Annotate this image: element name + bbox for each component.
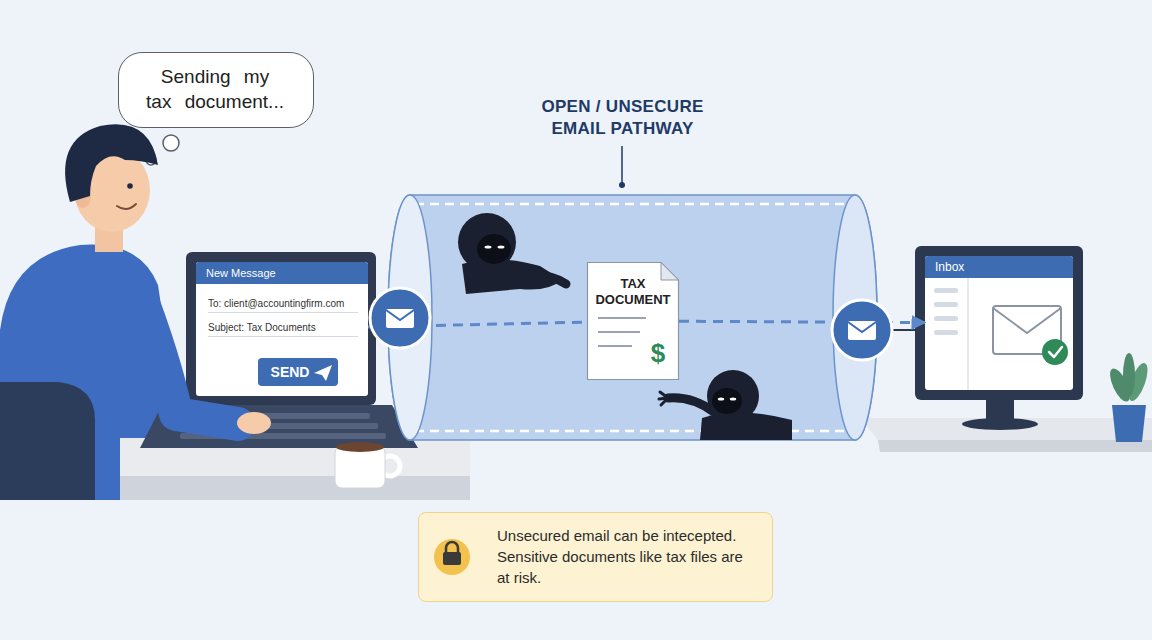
document-lines — [598, 318, 646, 346]
hacker-figure — [458, 213, 566, 294]
monitor — [962, 418, 1038, 430]
received-mail-icon — [1042, 339, 1068, 365]
inbox-sidebar — [934, 288, 958, 293]
document-fold — [661, 263, 679, 281]
right-desk — [878, 440, 1152, 452]
envelope-icon — [386, 309, 414, 328]
lock-icon — [434, 539, 470, 575]
document-title: TAX DOCUMENT — [592, 276, 674, 308]
envelope-icon — [848, 322, 876, 332]
hacker-figure — [659, 392, 668, 405]
inbox-sidebar — [967, 278, 969, 390]
envelope-icon — [832, 300, 892, 360]
lock-icon — [443, 552, 461, 565]
left-desk — [120, 476, 470, 500]
hacker-figure — [462, 259, 562, 294]
inbox-sidebar — [934, 330, 958, 335]
subject-field: Subject: Tax Documents — [208, 320, 358, 337]
pathway-heading: OPEN / UNSECURE EMAIL PATHWAY — [535, 96, 710, 140]
warning-note: Unsecured email can be intecepted. Sensi… — [418, 512, 773, 602]
hacker-figure — [700, 412, 792, 440]
potted-plant — [1112, 405, 1146, 442]
button-label: SEND — [264, 358, 316, 386]
inbox-sidebar — [934, 316, 958, 321]
hacker-figure — [458, 213, 516, 271]
dollar-sign: $ — [645, 338, 671, 368]
leader-line — [619, 146, 625, 188]
received-mail-icon — [993, 306, 1061, 354]
hacker-figure — [730, 398, 736, 401]
email-window: New MessageTo: client@accountingfirm.com… — [196, 262, 368, 396]
potted-plant — [1106, 353, 1151, 442]
pathway-arrow — [368, 322, 587, 327]
tube-body — [388, 195, 877, 440]
window-title: New Message — [196, 262, 368, 284]
person-head — [127, 183, 133, 189]
potted-plant — [1123, 353, 1135, 397]
lock-icon — [434, 539, 470, 575]
envelope-icon — [386, 310, 414, 320]
envelope-icon — [832, 300, 892, 360]
received-mail-icon — [993, 308, 1061, 333]
right-desk — [860, 418, 1152, 440]
speech-bubble: Sending my tax document... — [118, 52, 314, 128]
paper-plane-icon — [314, 365, 332, 381]
send-button: SEND — [258, 358, 338, 386]
document-lines — [598, 331, 640, 333]
person-head — [65, 124, 158, 232]
paper-plane-icon — [314, 365, 332, 381]
envelope-icon — [848, 321, 876, 340]
document-lines — [598, 317, 646, 319]
document-page — [588, 263, 679, 380]
tax-document: TAX DOCUMENT $ — [587, 262, 679, 380]
thought-text: Sending my tax document... — [144, 64, 286, 114]
coffee-cup — [335, 442, 400, 488]
tube-end — [833, 195, 877, 440]
person-head — [65, 124, 158, 202]
tube-dash — [415, 430, 853, 433]
window-title: Inbox — [925, 256, 1073, 278]
hacker-figure — [659, 370, 792, 440]
thought-dots — [163, 135, 179, 151]
tube-dash — [415, 203, 853, 206]
pathway-arrow — [679, 321, 925, 322]
person-head — [117, 204, 136, 209]
document-lines — [598, 345, 632, 347]
received-mail-icon — [1049, 347, 1062, 357]
office-chair — [0, 382, 95, 500]
hacker-figure — [477, 234, 511, 264]
envelope-icon — [370, 288, 430, 348]
tube-end — [388, 195, 432, 440]
leader-line — [621, 146, 623, 183]
leader-line — [619, 182, 625, 188]
laptop — [186, 252, 376, 405]
hacker-figure — [520, 275, 566, 284]
coffee-cup — [336, 442, 384, 452]
note-text: Unsecured email can be intecepted. Sensi… — [497, 525, 753, 588]
monitor — [892, 246, 1083, 430]
inbox-window: Inbox — [925, 256, 1073, 390]
inbox-sidebar — [934, 302, 958, 307]
lock-icon — [446, 542, 458, 553]
inbox-sidebar — [934, 278, 968, 390]
recipient-field: To: client@accountingfirm.com — [208, 296, 358, 313]
hacker-figure — [485, 245, 492, 248]
hacker-figure — [498, 245, 505, 248]
right-desk — [860, 418, 1152, 452]
received-mail-icon — [993, 306, 1068, 365]
pathway-tube: OPEN / UNSECURE EMAIL PATHWAY TAX DOCUMEN… — [385, 92, 880, 444]
coffee-cup — [335, 446, 385, 488]
monitor — [892, 329, 915, 331]
person-arm — [237, 412, 271, 434]
office-chair — [0, 382, 95, 500]
hacker-figure — [707, 370, 759, 422]
monitor — [915, 246, 1083, 400]
hacker-figure — [668, 398, 714, 412]
envelope-icon — [370, 288, 430, 348]
hacker-figure — [712, 388, 742, 414]
hacker-figure — [718, 398, 724, 401]
